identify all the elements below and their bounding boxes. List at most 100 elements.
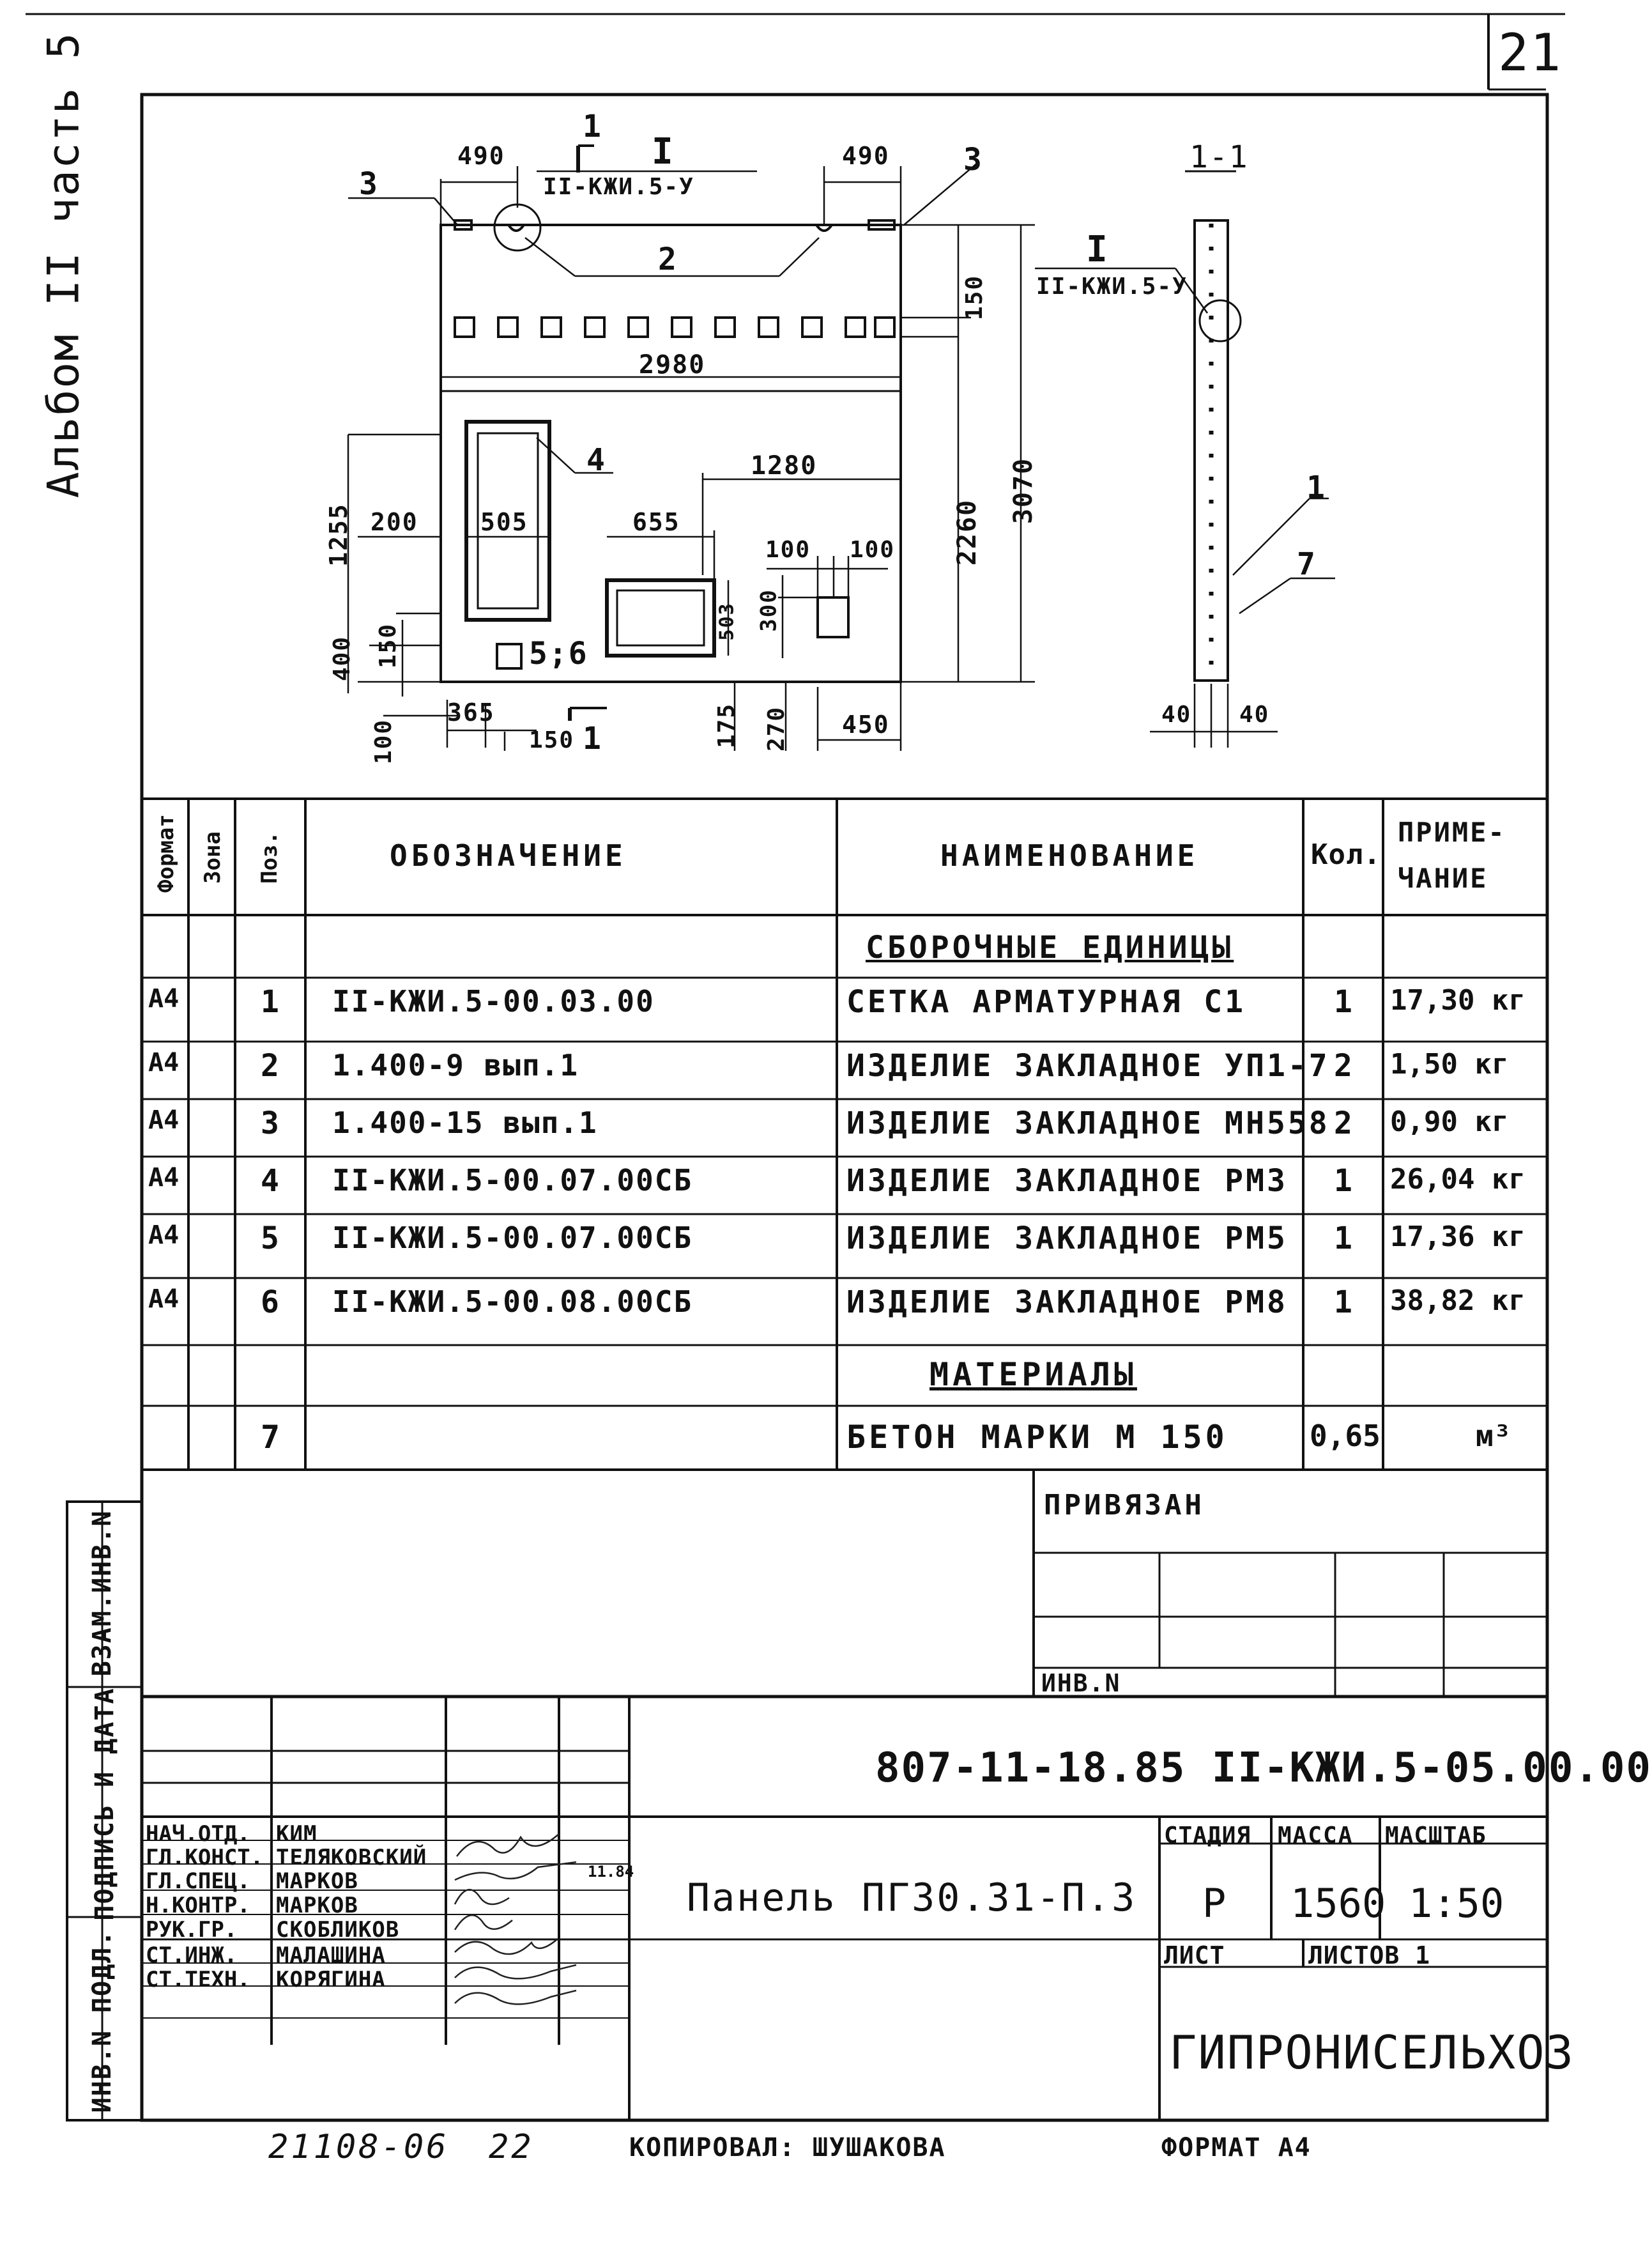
detail-ref-label: II-КЖИ.5-У — [543, 174, 694, 200]
binding-inv: ИНВ.N — [1041, 1669, 1121, 1697]
spec-row-1-designation: II-КЖИ.5-00.03.00 — [332, 984, 655, 1019]
signature-name-5: СКОБЛИКОВ — [276, 1917, 400, 1943]
spec-row-4-name: ИЗДЕЛИЕ ЗАКЛАДНОЕ РМ3 — [846, 1163, 1288, 1199]
binding-block-grid — [1032, 1470, 1547, 1697]
dim-1255: 1255 — [324, 503, 353, 567]
spec-table-grid — [142, 797, 1547, 1471]
spec-row-4-format: А4 — [148, 1163, 180, 1192]
dim-503: 503 — [715, 602, 738, 641]
signature-scribbles — [454, 1833, 577, 2005]
signature-name-2: ТЕЛЯКОВСКИЙ — [276, 1845, 427, 1870]
spec-row-4-designation: II-КЖИ.5-00.07.00СБ — [332, 1163, 693, 1198]
spec-row-6-format: А4 — [148, 1284, 180, 1314]
dim-490-right: 490 — [842, 142, 890, 170]
dim-300: 300 — [756, 589, 782, 632]
dim-270: 270 — [763, 705, 790, 752]
signature-role-5: РУК.ГР. — [146, 1917, 238, 1943]
spec-row-5-name: ИЗДЕЛИЕ ЗАКЛАДНОЕ РМ5 — [846, 1221, 1288, 1256]
section-mark-top: 1 — [583, 109, 602, 144]
side-podpis: ПОДПИСЬ И ДАТА — [90, 1687, 119, 1921]
element-name: Панель ПГ30.31-П.3 — [687, 1875, 1137, 1920]
header-format: Формат — [153, 814, 179, 893]
dim-655: 655 — [632, 508, 680, 536]
spec-row-2-qty: 2 — [1334, 1048, 1352, 1084]
section-1-1-title: 1-1 — [1189, 139, 1249, 175]
pos-3-right: 3 — [963, 142, 983, 178]
organization-name: ГИПРОНИСЕЛЬХОЗ — [1169, 2026, 1575, 2079]
spec-row-1-pos: 1 — [261, 984, 279, 1020]
section-mark-bottom: 1 — [583, 721, 602, 757]
header-note-1: ПРИМЕ- — [1398, 817, 1506, 848]
header-designation: ОБОЗНАЧЕНИЕ — [390, 838, 627, 873]
dim-40-left: 40 — [1161, 702, 1192, 728]
dim-100-b: 100 — [850, 537, 896, 563]
spec-row-4-qty: 1 — [1334, 1163, 1352, 1199]
spec-row-3-qty: 2 — [1334, 1105, 1352, 1141]
spec-row-4-note: 26,04 кг — [1390, 1163, 1526, 1196]
section-detail-I: I — [1086, 229, 1109, 270]
header-zone: Зона — [200, 831, 226, 884]
pos-56-label: 5;6 — [529, 636, 588, 672]
spec-row-1-name: СЕТКА АРМАТУРНАЯ С1 — [846, 984, 1246, 1020]
dim-2260: 2260 — [952, 498, 983, 566]
section-detail-ref: II-КЖИ.5-У — [1036, 273, 1188, 300]
spec-row-6-note: 38,82 кг — [1390, 1284, 1526, 1317]
sheets-label: ЛИСТОВ 1 — [1308, 1941, 1431, 1969]
spec-row-4-pos: 4 — [261, 1163, 279, 1199]
order-number: 21108-06 — [268, 2128, 449, 2166]
dim-40-right: 40 — [1239, 702, 1270, 728]
dim-2980: 2980 — [639, 350, 706, 380]
spec-row-1-format: А4 — [148, 984, 180, 1013]
signature-name-6: МАЛАШИНА — [276, 1943, 386, 1968]
page-number: 22 — [489, 2128, 534, 2166]
spec-row-5-format: А4 — [148, 1221, 180, 1250]
dim-450: 450 — [842, 711, 890, 739]
spec-row-2-format: А4 — [148, 1048, 180, 1077]
side-strip-grid — [66, 1500, 143, 2122]
spec-row-6-designation: II-КЖИ.5-00.08.00СБ — [332, 1284, 693, 1319]
dim-100-left: 100 — [371, 718, 397, 765]
spec-row-2-designation: 1.400-9 вып.1 — [332, 1048, 579, 1082]
document-code: 807-11-18.85 II-КЖИ.5-05.00.00 — [875, 1744, 1652, 1792]
spec-row-3-name: ИЗДЕЛИЕ ЗАКЛАДНОЕ МН558 — [846, 1105, 1330, 1141]
dim-200: 200 — [371, 508, 418, 536]
spec-row-2-pos: 2 — [261, 1048, 279, 1084]
spec-row-5-pos: 5 — [261, 1221, 279, 1256]
spec-row-1-qty: 1 — [1334, 984, 1352, 1020]
signature-role-4: Н.КОНТР. — [146, 1893, 250, 1918]
sheet-number: 21 — [1498, 23, 1563, 82]
detail-I-label: I — [652, 131, 675, 173]
dim-3070: 3070 — [1009, 457, 1039, 525]
dim-175: 175 — [714, 702, 740, 749]
pos-4-label: 4 — [586, 442, 606, 478]
dim-365: 365 — [447, 698, 495, 727]
signature-role-7: СТ.ТЕХН. — [146, 1967, 250, 1992]
dim-150-bottom: 150 — [529, 727, 575, 753]
dim-100-a: 100 — [765, 537, 811, 563]
header-qty: Кол. — [1311, 838, 1381, 871]
spec-row-3-designation: 1.400-15 вып.1 — [332, 1105, 598, 1140]
album-label: Альбом II часть 5 — [38, 31, 89, 498]
dim-505: 505 — [480, 508, 528, 536]
dim-1280: 1280 — [751, 451, 818, 481]
spec-row-2-name: ИЗДЕЛИЕ ЗАКЛАДНОЕ УП1-7 — [846, 1048, 1330, 1084]
signature-name-7: КОРЯГИНА — [276, 1967, 386, 1992]
signature-date: 11.84 — [588, 1863, 634, 1881]
section-assembly-units: СБОРОЧНЫЕ ЕДИНИЦЫ — [866, 930, 1234, 966]
spec-row-6-pos: 6 — [261, 1284, 279, 1320]
stage-label: СТАДИЯ — [1164, 1822, 1251, 1849]
material-pos: 7 — [261, 1419, 283, 1456]
pos-3-left: 3 — [359, 166, 379, 202]
section-pos-1: 1 — [1306, 470, 1326, 505]
mass-value: 1560 — [1290, 1880, 1386, 1927]
spec-row-6-qty: 1 — [1334, 1284, 1352, 1320]
signature-role-3: ГЛ.СПЕЦ. — [146, 1868, 250, 1894]
format-label: ФОРМАТ А4 — [1161, 2133, 1312, 2162]
spec-row-2-note: 1,50 кг — [1390, 1048, 1509, 1081]
sheet-label: ЛИСТ — [1164, 1941, 1225, 1969]
scale-label: МАСШТАБ — [1385, 1822, 1487, 1849]
drawing-linework — [26, 13, 1565, 2122]
header-note-2: ЧАНИЕ — [1398, 863, 1488, 894]
spec-row-1-note: 17,30 кг — [1390, 984, 1526, 1017]
stage-value: Р — [1202, 1880, 1229, 1927]
